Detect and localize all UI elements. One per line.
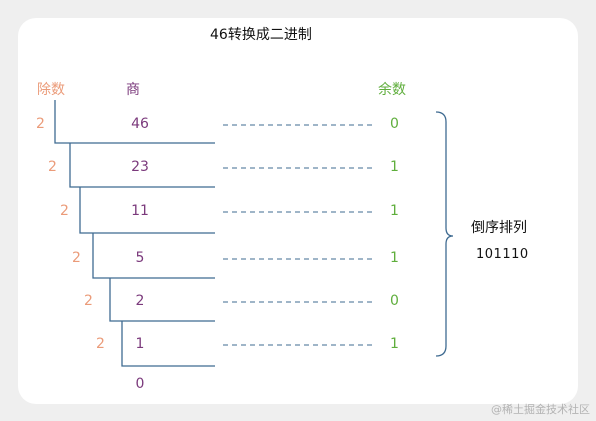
remainder-dash-lines	[223, 124, 372, 346]
result-brace	[435, 111, 454, 357]
divisor-value: 2	[72, 250, 81, 266]
diagram-card	[18, 18, 578, 404]
quotient-value: 1	[135, 336, 145, 352]
divisor-value: 2	[84, 293, 93, 309]
remainder-header: 余数	[378, 82, 406, 98]
remainder-value: 1	[390, 336, 399, 352]
remainder-value: 1	[390, 250, 399, 266]
result-label: 倒序排列	[471, 220, 527, 236]
quotient-value: 23	[131, 159, 149, 175]
division-bracket	[109, 278, 215, 322]
quotient-value: 5	[135, 250, 145, 266]
diagram-title: 46转换成二进制	[210, 27, 312, 43]
division-bracket	[69, 143, 215, 188]
division-bracket	[121, 321, 215, 367]
quotient-value: 46	[131, 116, 149, 132]
remainder-value: 0	[390, 293, 399, 309]
remainder-value: 0	[390, 116, 399, 132]
division-bracket	[54, 100, 215, 144]
remainder-value: 1	[390, 203, 399, 219]
remainder-value: 1	[390, 159, 399, 175]
watermark: @稀土掘金技术社区	[491, 403, 590, 416]
result-value: 101110	[476, 247, 529, 262]
division-brackets	[54, 100, 215, 367]
divisor-value: 2	[48, 159, 57, 175]
division-bracket	[79, 187, 215, 234]
quotient-header: 商	[126, 82, 140, 98]
divisor-value: 2	[96, 336, 105, 352]
divisor-value: 2	[60, 203, 69, 219]
final-quotient: 0	[135, 376, 145, 392]
divisor-header: 除数	[37, 82, 65, 98]
divisor-value: 2	[36, 116, 45, 132]
quotient-value: 11	[131, 203, 149, 219]
division-bracket	[92, 233, 215, 279]
quotient-value: 2	[135, 293, 145, 309]
